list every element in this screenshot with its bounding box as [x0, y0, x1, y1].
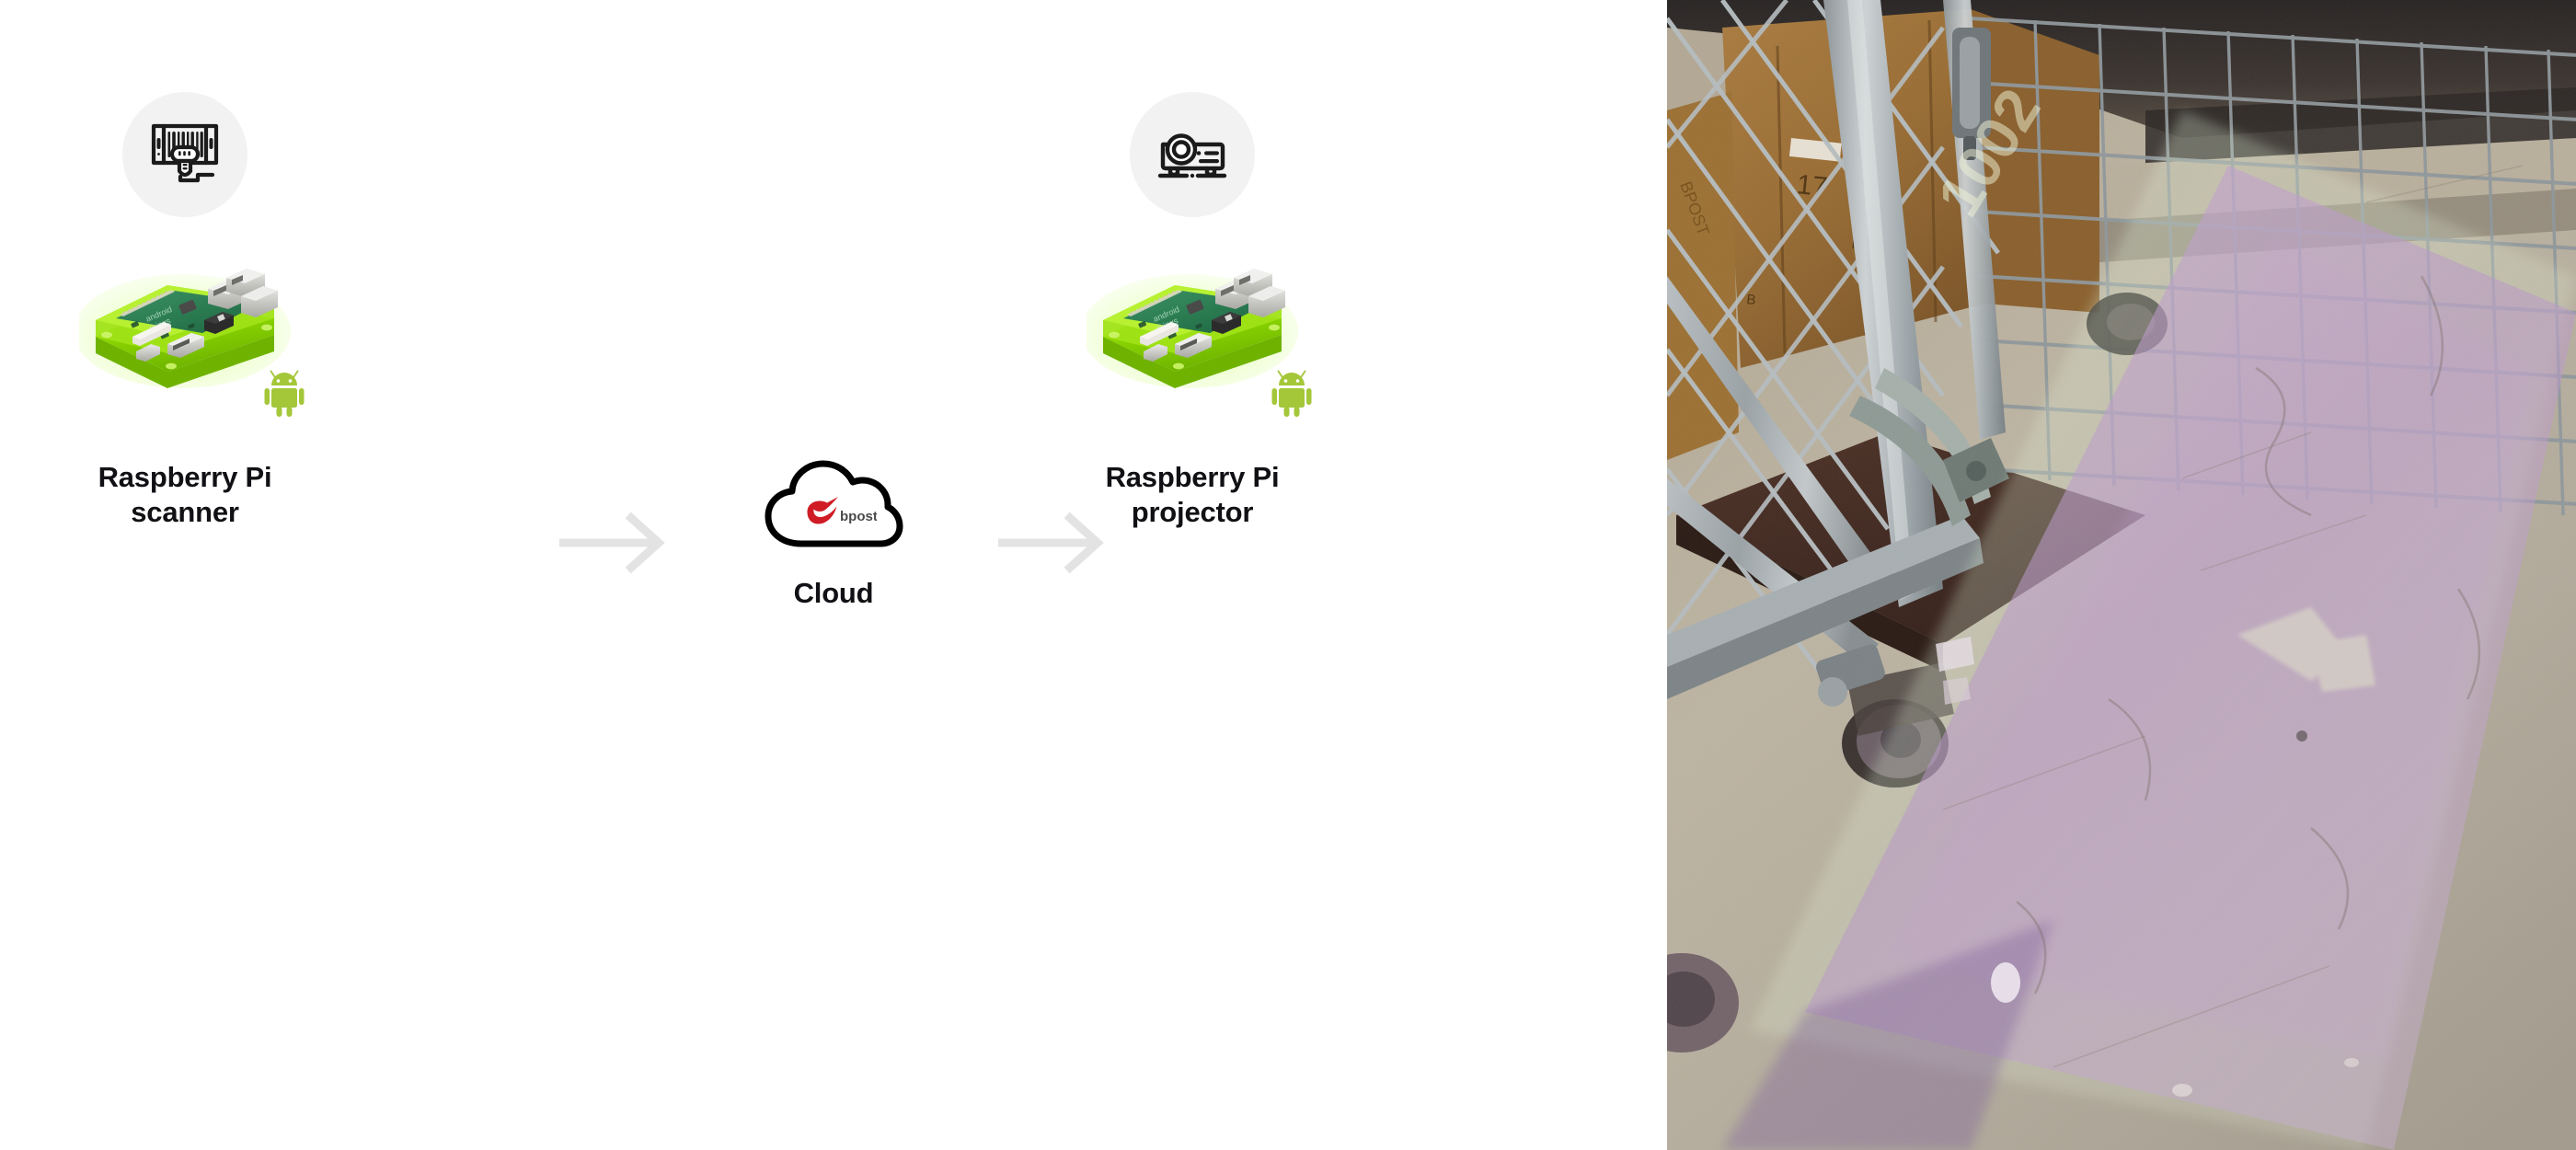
- node-caption-projector: Raspberry Pi projector: [1105, 461, 1280, 528]
- bpost-logo-text: bpost: [840, 509, 877, 524]
- projector-icon: [1130, 92, 1255, 217]
- warehouse-projection-photo: 17 NER B BPOST: [1667, 0, 2576, 1150]
- android-robot-logo-scanner: [264, 370, 305, 417]
- cloud-outline-icon: bpost: [763, 455, 904, 547]
- node-raspberry-pi-scanner: android things: [79, 92, 305, 530]
- raspberry-pi-board-image-scanner: android things: [79, 256, 305, 417]
- bpost-logo: bpost: [807, 497, 877, 524]
- diagram-panel: android things: [79, 92, 1312, 610]
- arrow-scanner-to-cloud: [559, 512, 665, 574]
- node-raspberry-pi-projector: android things: [1087, 92, 1312, 530]
- arrow-cloud-to-projector: [998, 512, 1104, 574]
- node-caption-cloud: Cloud: [793, 577, 874, 609]
- node-cloud: bpost Cloud: [709, 455, 958, 610]
- raspberry-pi-board-image-projector: android things: [1087, 256, 1312, 417]
- android-robot-logo-projector: [1271, 370, 1312, 417]
- node-caption-scanner: Raspberry Pi scanner: [98, 461, 272, 528]
- barcode-scanner-icon: [122, 92, 247, 217]
